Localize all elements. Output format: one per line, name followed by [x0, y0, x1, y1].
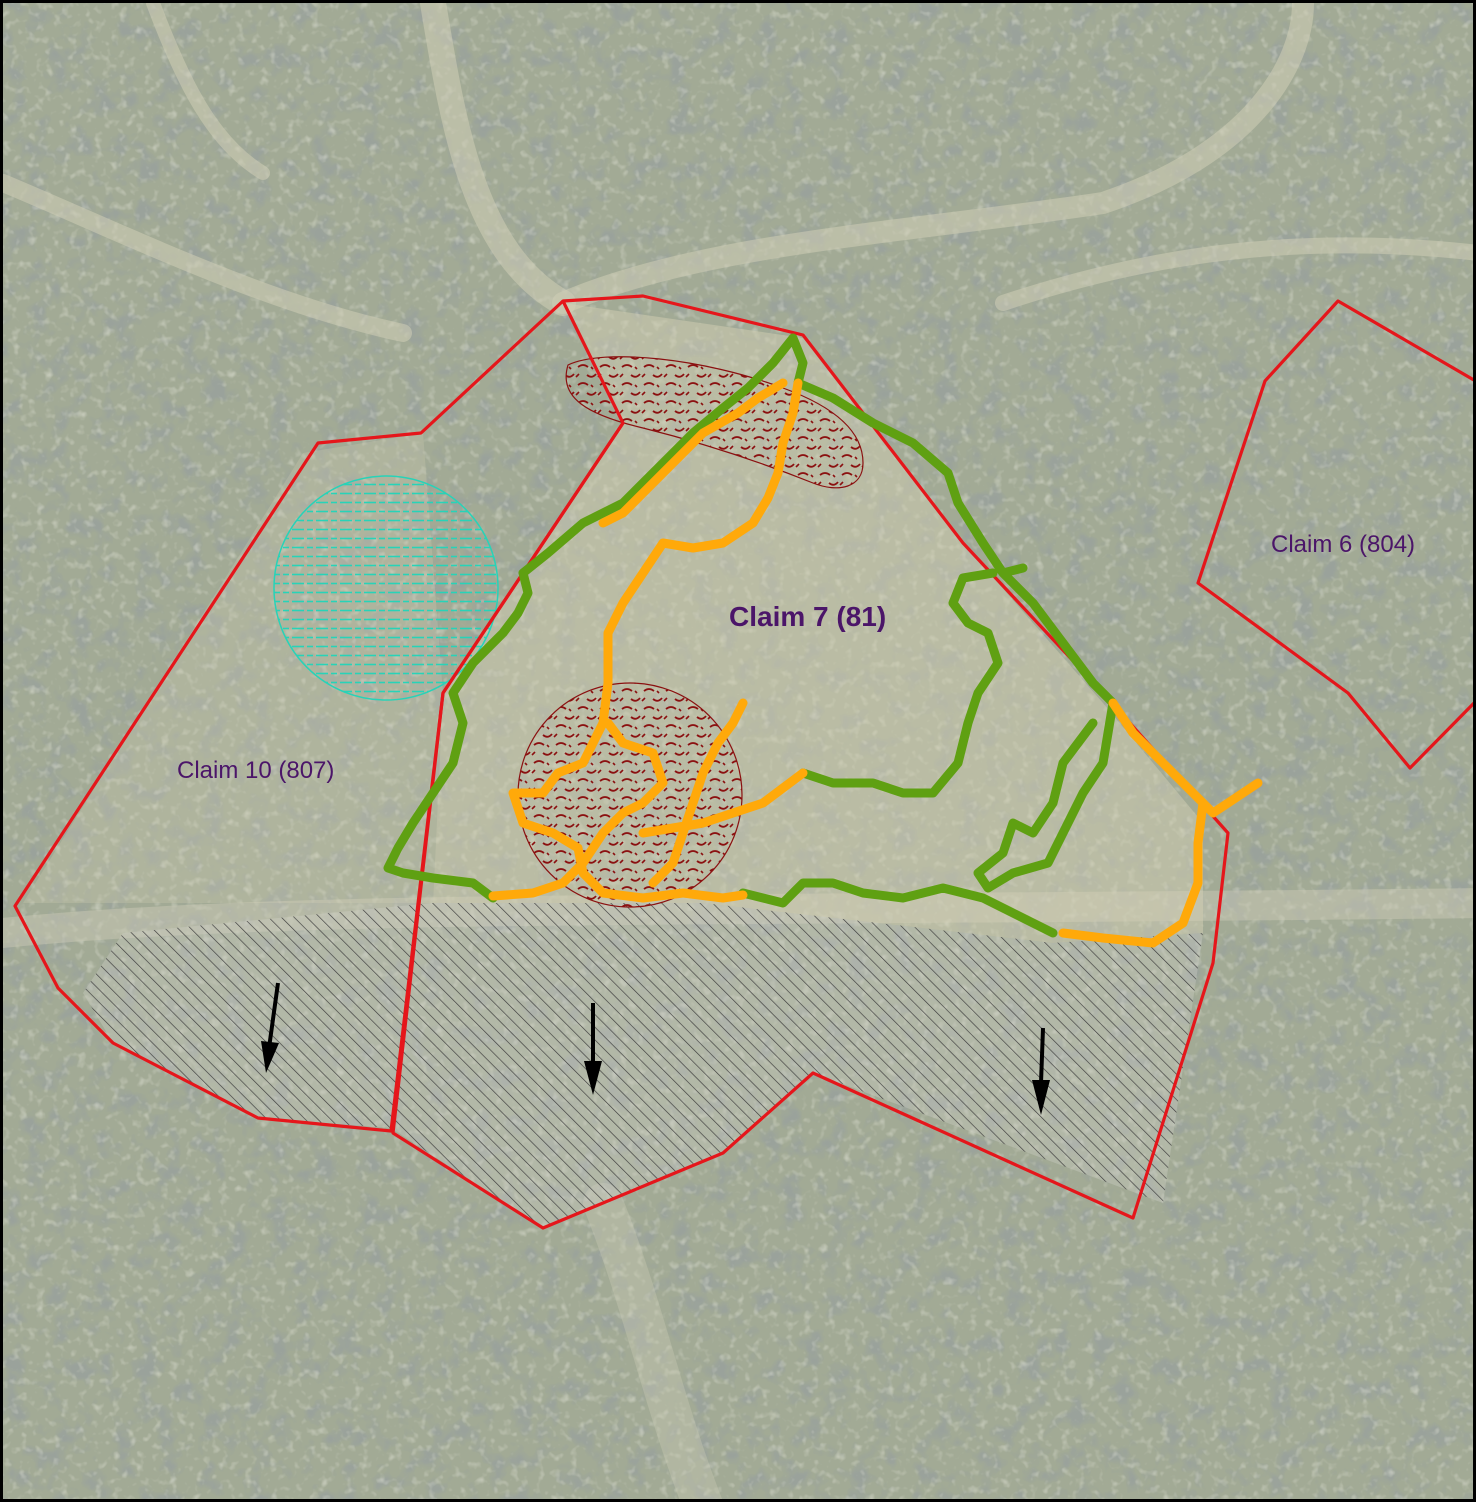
circular-site-area[interactable] — [517, 682, 743, 908]
down-arrow-icon — [584, 1003, 602, 1095]
down-arrow-icon — [1032, 1027, 1050, 1115]
claim-7-label[interactable]: Claim 7 (81) — [729, 601, 887, 632]
claim-6-boundary[interactable] — [1196, 299, 1476, 770]
claim-6-label[interactable]: Claim 6 (804) — [1271, 531, 1416, 558]
down-arrow-icon — [261, 982, 280, 1073]
claim-7-boundary[interactable] — [391, 294, 1230, 1230]
flow-arrows — [261, 982, 1050, 1115]
aerial-imagery — [3, 3, 1473, 1499]
survey-tracks — [383, 333, 1263, 948]
cyan-site-area[interactable] — [273, 475, 499, 701]
aerial-map[interactable] — [3, 3, 1476, 1502]
track-orange[interactable] — [488, 378, 1263, 948]
slope-hatch-area — [83, 903, 1203, 1228]
claim-10-label[interactable]: Claim 10 (807) — [177, 757, 335, 784]
track-green[interactable] — [383, 333, 1118, 938]
